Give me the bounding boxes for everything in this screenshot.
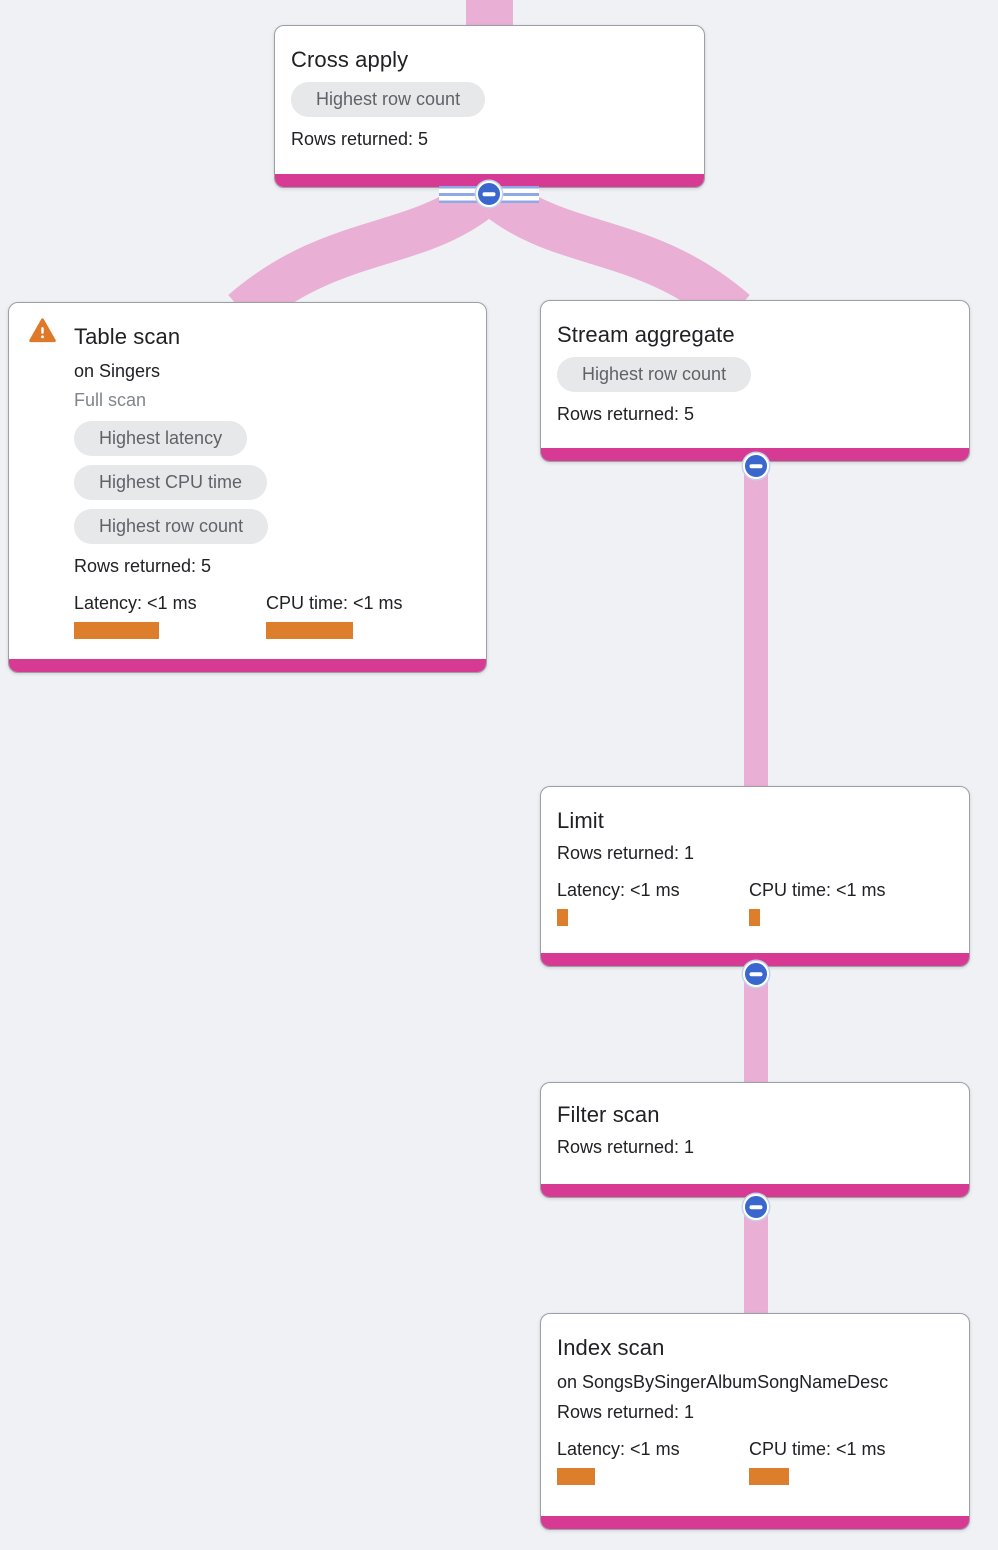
node-title: Index scan <box>557 1335 665 1360</box>
edge-cross-apply-to-table-scan <box>228 172 505 330</box>
collapse-button-cross-apply[interactable] <box>476 181 502 207</box>
minus-icon <box>482 192 496 196</box>
node-accent-bar <box>9 659 486 672</box>
node-subtitle: on Singers <box>74 361 161 381</box>
latency-bar <box>557 1468 595 1485</box>
minus-icon <box>749 464 763 468</box>
collapse-button-limit[interactable] <box>743 961 769 987</box>
latency-bar <box>557 909 568 926</box>
badge-highest-row-count: Highest row count <box>557 357 752 392</box>
node-accent-bar <box>275 174 704 187</box>
latency-label: Latency: <1 ms <box>557 880 680 900</box>
plan-node-limit[interactable]: Limit Rows returned: 1 Latency: <1 ms CP… <box>540 786 970 967</box>
cpu-time-bar <box>749 909 760 926</box>
rows-returned-label: Rows returned: 1 <box>557 1402 695 1422</box>
cpu-time-label: CPU time: <1 ms <box>749 880 886 900</box>
plan-node-filter-scan[interactable]: Filter scan Rows returned: 1 <box>540 1082 970 1198</box>
edge-cross-apply-to-stream-aggregate <box>473 172 750 330</box>
cpu-time-label: CPU time: <1 ms <box>266 593 403 613</box>
latency-label: Latency: <1 ms <box>74 593 197 613</box>
node-title: Table scan <box>74 324 181 349</box>
collapse-button-filter-scan[interactable] <box>743 1194 769 1220</box>
node-title: Stream aggregate <box>557 322 735 347</box>
latency-bar <box>74 622 159 639</box>
node-accent-bar <box>541 953 969 966</box>
latency-label: Latency: <1 ms <box>557 1439 680 1459</box>
node-accent-bar <box>541 1184 969 1197</box>
full-scan-note: Full scan <box>74 390 147 410</box>
minus-icon <box>749 972 763 976</box>
badge-highest-cpu-time: Highest CPU time <box>74 465 268 500</box>
node-subtitle: on SongsBySingerAlbumSongNameDesc <box>557 1372 889 1392</box>
node-title: Limit <box>557 808 604 833</box>
plan-node-cross-apply[interactable]: Cross apply Highest row count Rows retur… <box>274 25 705 188</box>
collapse-button-stream-aggregate[interactable] <box>743 453 769 479</box>
rows-returned-label: Rows returned: 5 <box>557 404 695 424</box>
plan-node-table-scan[interactable]: Table scan on Singers Full scan Highest … <box>8 302 487 673</box>
badge-highest-row-count: Highest row count <box>74 509 269 544</box>
minus-icon <box>749 1205 763 1209</box>
cpu-time-label: CPU time: <1 ms <box>749 1439 886 1459</box>
cpu-time-bar <box>266 622 353 639</box>
plan-node-index-scan[interactable]: Index scan on SongsBySingerAlbumSongName… <box>540 1313 970 1530</box>
cpu-time-bar <box>749 1468 789 1485</box>
node-title: Cross apply <box>291 47 409 72</box>
node-title: Filter scan <box>557 1102 660 1127</box>
rows-returned-label: Rows returned: 1 <box>557 1137 695 1157</box>
badge-highest-latency: Highest latency <box>74 421 248 456</box>
badge-highest-row-count: Highest row count <box>291 82 486 117</box>
rows-returned-label: Rows returned: 5 <box>291 129 429 149</box>
rows-returned-label: Rows returned: 5 <box>74 556 212 576</box>
plan-node-stream-aggregate[interactable]: Stream aggregate Highest row count Rows … <box>540 300 970 462</box>
node-accent-bar <box>541 1516 969 1529</box>
warning-icon <box>29 318 56 343</box>
rows-returned-label: Rows returned: 1 <box>557 843 695 863</box>
